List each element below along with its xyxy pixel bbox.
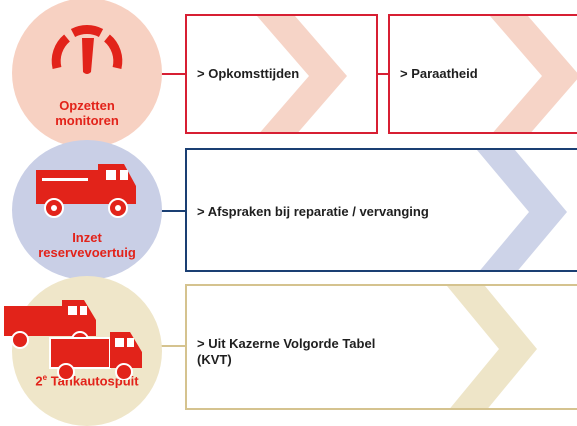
text-kvt: > Uit Kazerne Volgorde Tabel (KVT) xyxy=(197,336,376,367)
connector-row2 xyxy=(160,210,186,212)
chevron-watermark xyxy=(477,150,567,270)
circle-opzetten-monitoren: Opzetten monitoren xyxy=(12,0,162,148)
text-paraatheid: > Paraatheid xyxy=(400,66,478,81)
text-afspraken: > Afspraken bij reparatie / vervanging xyxy=(197,204,429,219)
two-fire-trucks-icon xyxy=(4,300,142,380)
box-kvt: > Uit Kazerne Volgorde Tabel (KVT) xyxy=(185,284,577,410)
text-opkomsttijden: > Opkomsttijden xyxy=(197,66,300,81)
chevron-watermark xyxy=(447,286,537,408)
chevron-watermark xyxy=(257,16,347,132)
box-afspraken: > Afspraken bij reparatie / vervanging xyxy=(185,148,577,272)
circle-label-opzetten: Opzetten monitoren xyxy=(55,98,119,128)
connector-row1-boxes xyxy=(377,73,389,75)
box-opkomsttijden: > Opkomsttijden xyxy=(185,14,378,134)
box-paraatheid: > Paraatheid xyxy=(388,14,577,134)
connector-row1 xyxy=(160,73,186,75)
circle-2e-tankautospuit: 2e Tankautospuit xyxy=(4,276,162,426)
circle-label-inzet: Inzet reservevoertuig xyxy=(38,230,136,260)
chevron-watermark xyxy=(490,16,577,132)
speedometer-icon xyxy=(51,25,123,74)
circle-inzet-reservevoertuig: Inzet reservevoertuig xyxy=(12,140,162,280)
connector-row3 xyxy=(160,345,186,347)
fire-truck-icon xyxy=(36,164,136,218)
